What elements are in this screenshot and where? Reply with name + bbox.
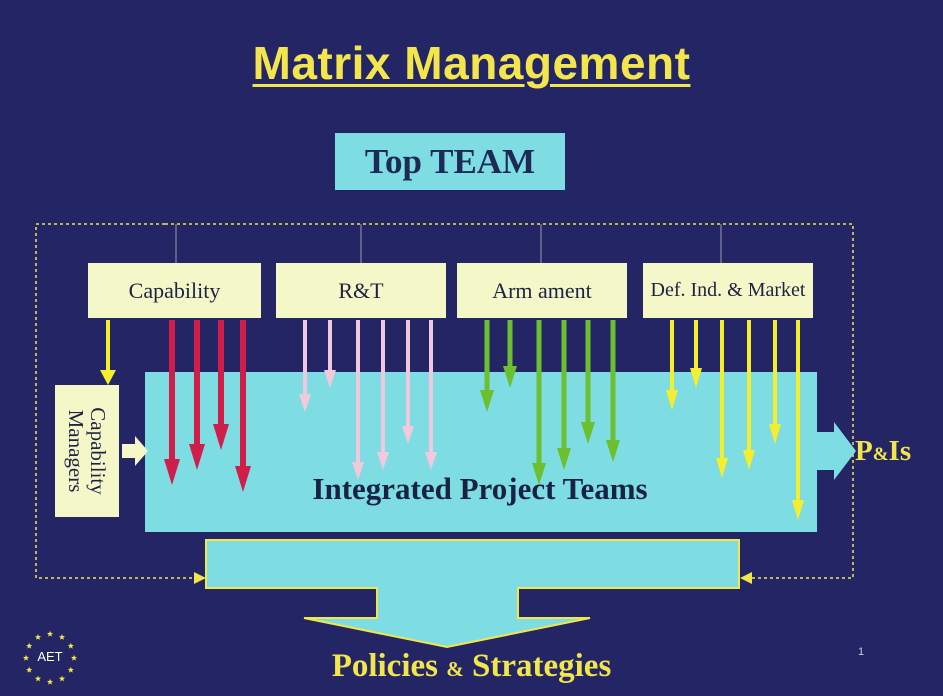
capability-managers-box: Capability Managers	[55, 385, 119, 517]
capability-arrow	[235, 320, 251, 492]
policies-amp: &	[446, 657, 464, 681]
star-icon	[26, 666, 33, 673]
star-icon	[67, 666, 74, 673]
capability-box: Capability	[88, 263, 261, 318]
star-icon	[26, 642, 33, 649]
pis-output-arrow	[817, 422, 856, 480]
aet-logo: AET	[22, 630, 78, 686]
armament-arrow	[503, 320, 517, 388]
integrated-project-teams-label: Integrated Project Teams	[312, 471, 648, 506]
star-icon	[22, 654, 30, 661]
r-and-t-arrow	[352, 320, 364, 480]
top-team-box: Top TEAM	[335, 133, 565, 190]
capability-managers-line-2: Managers	[64, 409, 88, 493]
star-icon	[34, 634, 42, 640]
pis-label: P&Is	[855, 435, 911, 468]
def-ind-market-arrow	[792, 320, 804, 520]
capability-arrows	[164, 320, 804, 520]
star-icon	[67, 642, 74, 649]
armament-arrow	[581, 320, 595, 444]
armament-arrow	[532, 320, 546, 485]
def-ind-market-box: Def. Ind. & Market	[643, 263, 813, 318]
policies-strategies-arrow	[205, 539, 740, 649]
capability-arrow	[213, 320, 229, 450]
capability-arrow	[189, 320, 205, 470]
capability-to-managers-arrow	[100, 320, 116, 385]
pis-is: Is	[888, 435, 912, 467]
def-ind-market-arrow	[690, 320, 702, 388]
aet-logo-text: AET	[37, 649, 63, 664]
page-number: 1	[858, 646, 865, 658]
star-icon	[46, 678, 54, 685]
r-and-t-arrow	[299, 320, 311, 412]
armament-arrow	[606, 320, 620, 462]
def-ind-market-arrow	[716, 320, 728, 478]
r-and-t-arrow	[402, 320, 414, 444]
pis-amp: &	[872, 444, 889, 465]
capability-label: Capability	[128, 277, 221, 303]
star-icon	[46, 630, 54, 637]
def-ind-market-label: Def. Ind. & Market	[650, 279, 806, 301]
capability-connectors	[175, 224, 722, 263]
r-and-t-label: R&T	[338, 277, 384, 303]
star-icon	[58, 634, 66, 640]
def-ind-market-arrow	[743, 320, 755, 470]
top-team-label: Top TEAM	[364, 141, 536, 181]
star-icon	[58, 675, 66, 682]
capability-managers-arrow	[122, 436, 148, 466]
r-and-t-arrow	[324, 320, 336, 388]
eu-stars-ring	[22, 630, 78, 685]
capability-managers-line-1: Capability	[86, 407, 110, 495]
slide-title: Matrix Management	[252, 37, 691, 89]
integrated-project-teams-panel	[145, 372, 817, 532]
def-ind-market-arrow	[769, 320, 781, 444]
r-and-t-arrow	[425, 320, 437, 470]
armament-label: Arm ament	[492, 277, 592, 303]
pis-p: P	[855, 435, 873, 467]
strategies-text: Strategies	[472, 648, 612, 684]
policies-strategies-label: Policies & Strategies	[0, 648, 943, 685]
r-and-t-box: R&T	[276, 263, 446, 318]
star-icon	[34, 675, 42, 682]
policies-text: Policies	[331, 648, 438, 684]
feedback-loop-left	[35, 223, 206, 584]
armament-arrow	[480, 320, 494, 412]
armament-arrow	[557, 320, 571, 470]
feedback-loop-right	[740, 223, 854, 584]
star-icon	[70, 654, 78, 661]
def-ind-market-arrow	[666, 320, 678, 410]
capability-arrow	[164, 320, 180, 485]
armament-box: Arm ament	[457, 263, 627, 318]
r-and-t-arrow	[377, 320, 389, 470]
